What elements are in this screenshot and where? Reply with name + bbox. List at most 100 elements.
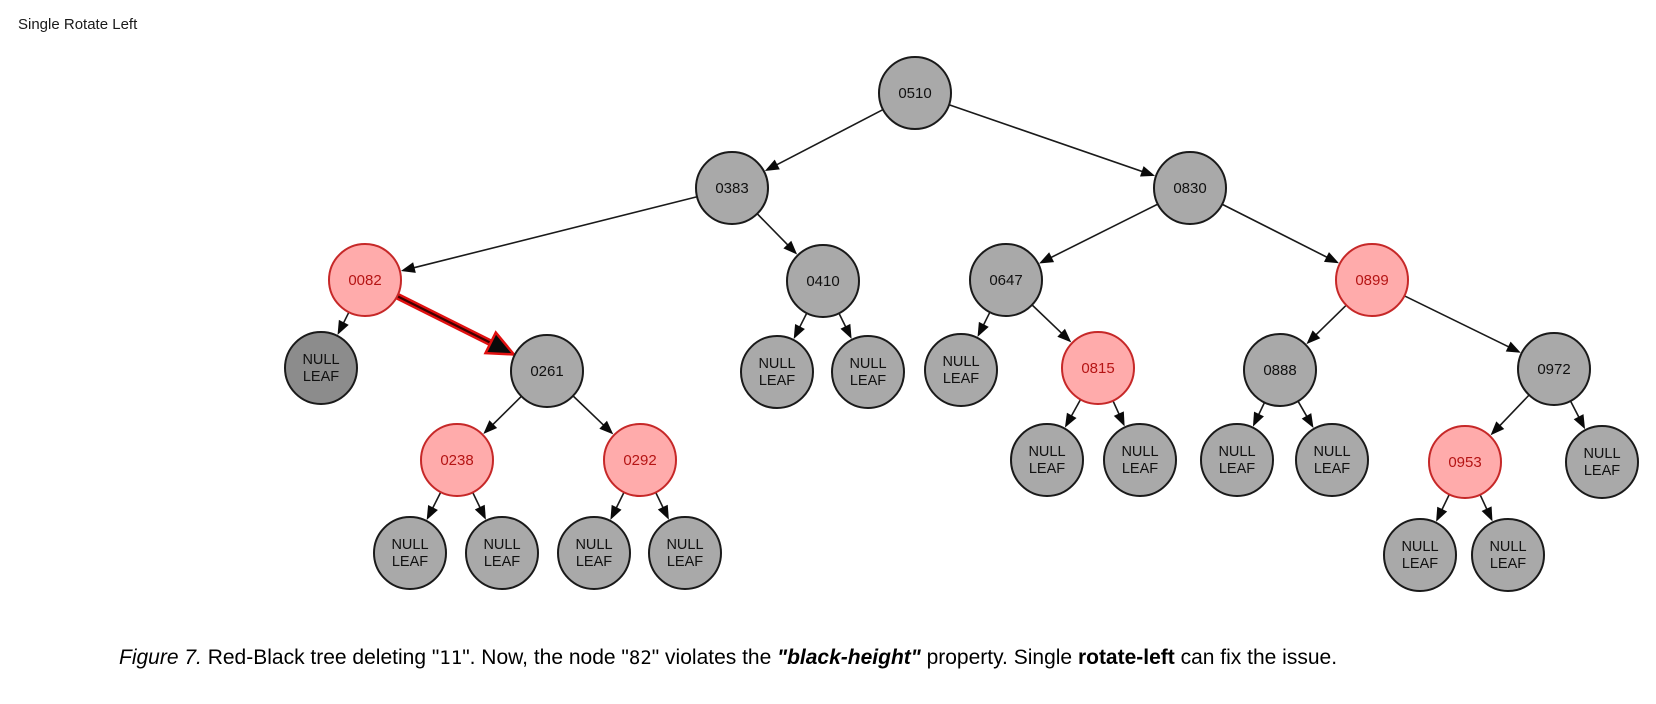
tree-edge (654, 492, 669, 520)
caption-segment: "black-height" (777, 646, 921, 669)
caption-segment: Red-Black tree deleting " (201, 646, 440, 669)
node-circle (557, 516, 631, 590)
node-circle (1428, 425, 1502, 499)
node-value-label: 0261 (530, 363, 563, 380)
node-circle (373, 516, 447, 590)
node-value-label: 0292 (623, 452, 656, 469)
node-value-label: 0972 (1537, 361, 1570, 378)
tree-edge (1252, 402, 1266, 427)
node-circle (1383, 518, 1457, 592)
tree-edge (426, 491, 442, 520)
node-circle (924, 333, 998, 407)
node-circle (1471, 518, 1545, 592)
node-value-label: 0238 (440, 452, 473, 469)
tree-edge (471, 492, 486, 520)
tree-edge (1436, 494, 1451, 522)
node-circle (648, 516, 722, 590)
tree-edge (1064, 399, 1082, 428)
node-circle (1295, 423, 1369, 497)
node-circle (1103, 423, 1177, 497)
tree-edge (1297, 400, 1314, 428)
tree-edge (1031, 304, 1072, 343)
caption-segment: property. Single (920, 646, 1078, 669)
tree-edge (1112, 400, 1125, 427)
tree-edge (764, 108, 884, 171)
node-circle (420, 423, 494, 497)
node-circle (740, 335, 814, 409)
tree-edge (1490, 394, 1530, 436)
node-value-label: 0510 (898, 85, 931, 102)
tree-edge (977, 311, 991, 337)
tree-edge (400, 195, 698, 273)
tree-node-0383: 0383 (695, 151, 769, 225)
node-value-label: 0953 (1448, 454, 1481, 471)
tree-edge (1479, 494, 1493, 522)
tree-edge (572, 395, 614, 435)
node-value-label: 0888 (1263, 362, 1296, 379)
node-circle (1517, 332, 1591, 406)
caption-segment: can fix the issue. (1174, 646, 1338, 669)
tree-node-0510: 0510 (878, 56, 952, 130)
tree-node-0261: 0261 (510, 334, 584, 408)
tree-node-0899: 0899 (1335, 243, 1409, 317)
caption-segment: ". Now, the node " (462, 646, 629, 669)
node-circle (1243, 333, 1317, 407)
caption-segment: 82 (628, 647, 652, 669)
tree-edge (756, 213, 798, 255)
diagram-title: Single Rotate Left (18, 16, 138, 33)
node-circle (328, 243, 402, 317)
tree-node-0830: 0830 (1153, 151, 1227, 225)
tree-node-0815: 0815 (1061, 331, 1135, 405)
node-circle (465, 516, 539, 590)
tree-node-0292: 0292 (603, 423, 677, 497)
tree-node-0238: 0238 (420, 423, 494, 497)
node-value-label: 0082 (348, 272, 381, 289)
tree-edge (483, 395, 522, 434)
node-value-label: 0383 (715, 180, 748, 197)
node-circle (510, 334, 584, 408)
node-circle (831, 335, 905, 409)
tree-edge (337, 311, 350, 335)
caption-segment: Figure 7. (119, 646, 202, 669)
tree-edge (838, 312, 852, 339)
tree-edge (1403, 295, 1521, 353)
node-circle (969, 243, 1043, 317)
tree-edge (1039, 203, 1159, 264)
node-circle (1061, 331, 1135, 405)
node-circle (1565, 425, 1639, 499)
node-circle (1335, 243, 1409, 317)
node-value-label: 0647 (989, 272, 1022, 289)
node-circle (284, 331, 358, 405)
node-circle (1153, 151, 1227, 225)
node-circle (878, 56, 952, 130)
caption-segment: 11 (439, 647, 463, 669)
node-circle (1010, 423, 1084, 497)
tree-edge (948, 103, 1156, 177)
figure-caption: Figure 7. Red-Black tree deleting "11". … (119, 646, 1619, 670)
